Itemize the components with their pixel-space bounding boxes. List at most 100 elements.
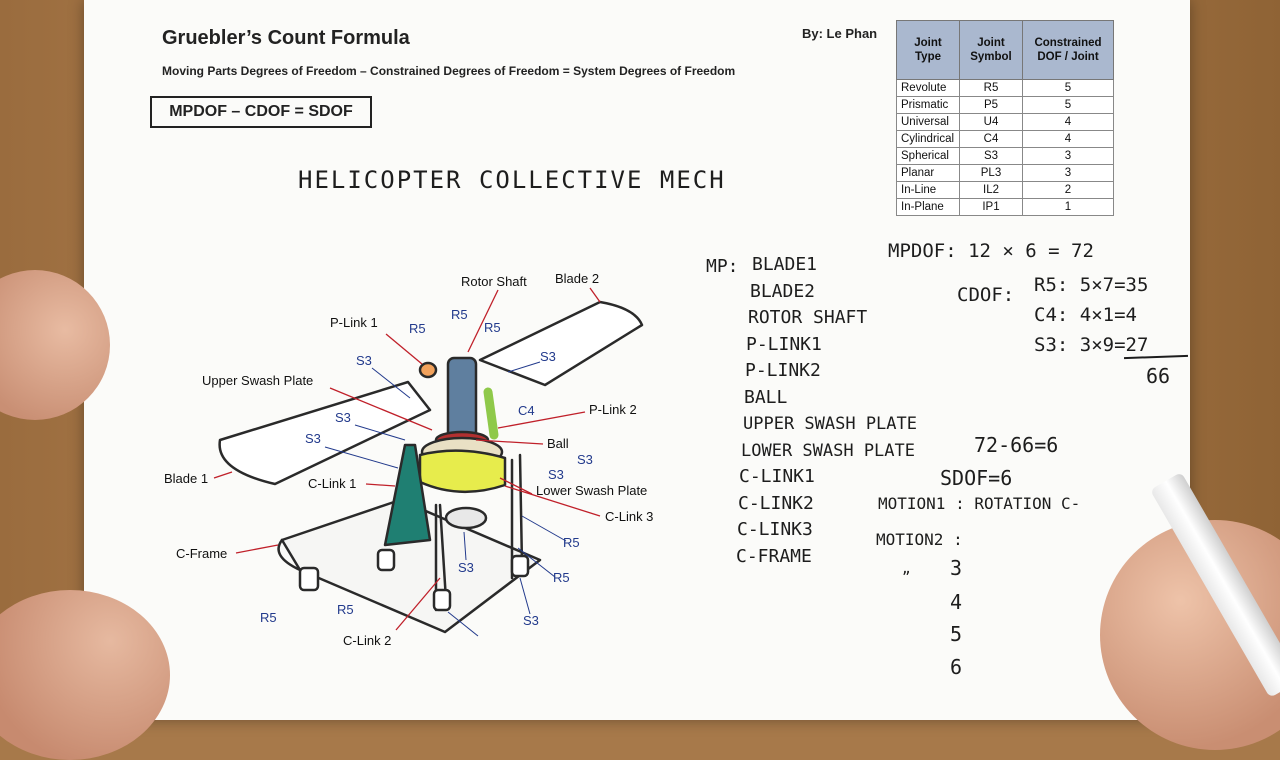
joint-symbol-cell: C4 <box>959 130 1023 148</box>
list-item: ROTOR SHAFT <box>748 307 868 328</box>
c-frame-base <box>280 498 542 634</box>
blade-1 <box>218 380 432 486</box>
upper-swash-plate-label: Upper Swash Plate <box>202 373 314 388</box>
c-frame-post <box>518 453 524 567</box>
table-header-cell: Constrained DOF / Joint <box>1022 20 1114 80</box>
joint-label-s3: S3 <box>305 431 321 446</box>
handwritten-heading: HELICOPTER COLLECTIVE MECH <box>298 166 726 194</box>
joint-symbol-cell: S3 <box>959 147 1023 165</box>
lower-gear <box>444 506 488 530</box>
joint-symbol-cell: IP1 <box>959 198 1023 216</box>
joint-label-s3: S3 <box>577 452 593 467</box>
joint-label-r5: R5 <box>337 602 354 617</box>
leader-line <box>504 485 601 517</box>
joint-label-s3: S3 <box>356 353 372 368</box>
joint-label-r5: R5 <box>451 307 468 322</box>
list-item: C-LINK2 <box>738 492 814 514</box>
moving-parts-list: BLADE1 BLADE2 ROTOR SHAFT P-LINK1 P-LINK… <box>736 252 917 570</box>
joint-label-s3: S3 <box>540 349 556 364</box>
leader-line <box>365 483 396 487</box>
list-item: C-LINK3 <box>737 519 813 540</box>
p-link-2-label: P-Link 2 <box>589 402 637 417</box>
list-item: BLADE2 <box>750 280 816 302</box>
joint-type-cell: Revolute <box>896 79 960 97</box>
joint-label-r5: R5 <box>553 570 570 585</box>
c-link-1-label: C-Link 1 <box>308 476 357 491</box>
joint-label-s3: S3 <box>335 410 351 425</box>
cdof-total: 66 <box>1146 364 1171 388</box>
joint-label-r5: R5 <box>409 321 426 336</box>
dof-difference: 72-66=6 <box>974 433 1059 457</box>
author-byline: By: Le Phan <box>802 26 878 41</box>
page-title: Gruebler’s Count Formula <box>162 27 410 49</box>
joint-leader <box>447 611 479 637</box>
lower-swash-plate-label: Lower Swash Plate <box>536 483 648 498</box>
joint-type-cell: Universal <box>896 113 960 131</box>
joint-label-s3: S3 <box>458 560 474 575</box>
list-item: BLADE1 <box>752 254 818 275</box>
c-link-3-label: C-Link 3 <box>605 509 654 524</box>
mp-prefix: MP: <box>706 256 739 277</box>
c-link-pivot <box>510 554 530 578</box>
helicopter-collective-diagram <box>213 287 644 637</box>
blade-2 <box>478 300 644 387</box>
tick-mark: „ <box>902 561 911 577</box>
leader-line <box>385 333 423 365</box>
p-link-1-label: P-Link 1 <box>330 315 378 330</box>
ball-label: Ball <box>547 436 569 451</box>
joint-label-s3: S3 <box>523 613 539 628</box>
leader-line <box>395 577 441 631</box>
joint-label-r5: R5 <box>484 320 501 335</box>
c-frame-post <box>438 503 448 602</box>
rotor-shaft-label: Rotor Shaft <box>461 274 527 289</box>
joint-leader <box>519 577 531 615</box>
leader-line <box>213 471 233 479</box>
table-header-row: Joint Type Joint Symbol Constrained DOF … <box>896 20 1114 80</box>
blade-2-label: Blade 2 <box>555 271 600 286</box>
joint-symbol-cell: U4 <box>959 113 1023 131</box>
joint-leader <box>354 424 406 441</box>
leader-line <box>329 387 433 431</box>
cdof-c4-term: C4: 4×1=4 <box>1034 304 1137 326</box>
list-item: LOWER SWASH PLATE <box>741 440 915 461</box>
table-header-cell: Joint Symbol <box>959 20 1023 80</box>
page-subtitle: Moving Parts Degrees of Freedom – Constr… <box>162 64 736 78</box>
joint-leader <box>463 531 467 561</box>
joint-leader <box>507 361 541 373</box>
motion-number: 3 <box>950 556 963 580</box>
joint-type-table: Joint Type Joint Symbol Constrained DOF … <box>896 20 1114 216</box>
motion-number: 6 <box>950 655 963 679</box>
cdof-s3-term: S3: 3×9=27 <box>1034 334 1149 356</box>
c-link-2-label: C-Link 2 <box>343 633 392 648</box>
cdof-r5-term: R5: 5×7=35 <box>1034 274 1149 296</box>
c-frame-label: C-Frame <box>176 546 228 561</box>
leader-line <box>497 411 586 429</box>
c-link-pivot <box>376 548 396 572</box>
formula-box: MPDOF – CDOF = SDOF <box>150 96 372 128</box>
joint-leader <box>371 367 411 399</box>
sdof-result: SDOF=6 <box>940 466 1013 490</box>
leader-line <box>475 439 544 445</box>
paper-sheet: Gruebler’s Count Formula Moving Parts De… <box>84 0 1190 720</box>
joint-leader <box>517 547 556 578</box>
joint-label-s3: S3 <box>548 467 564 482</box>
rotor-shaft <box>446 356 478 440</box>
list-item: C-FRAME <box>736 545 812 567</box>
motion-2: MOTION2 : <box>876 530 963 549</box>
cdof-prefix: CDOF: <box>957 284 1015 306</box>
list-item: UPPER SWASH PLATE <box>743 414 917 434</box>
list-item: P-LINK1 <box>746 333 822 355</box>
c-link-1 <box>383 443 432 547</box>
table-header-cell: Joint Type <box>896 20 960 80</box>
list-item: C-LINK1 <box>739 466 815 487</box>
joint-type-cell: In-Plane <box>896 198 960 216</box>
c-link-pivot <box>432 588 452 612</box>
joint-symbol-cell: PL3 <box>959 164 1023 182</box>
joint-label-r5: R5 <box>260 610 277 625</box>
